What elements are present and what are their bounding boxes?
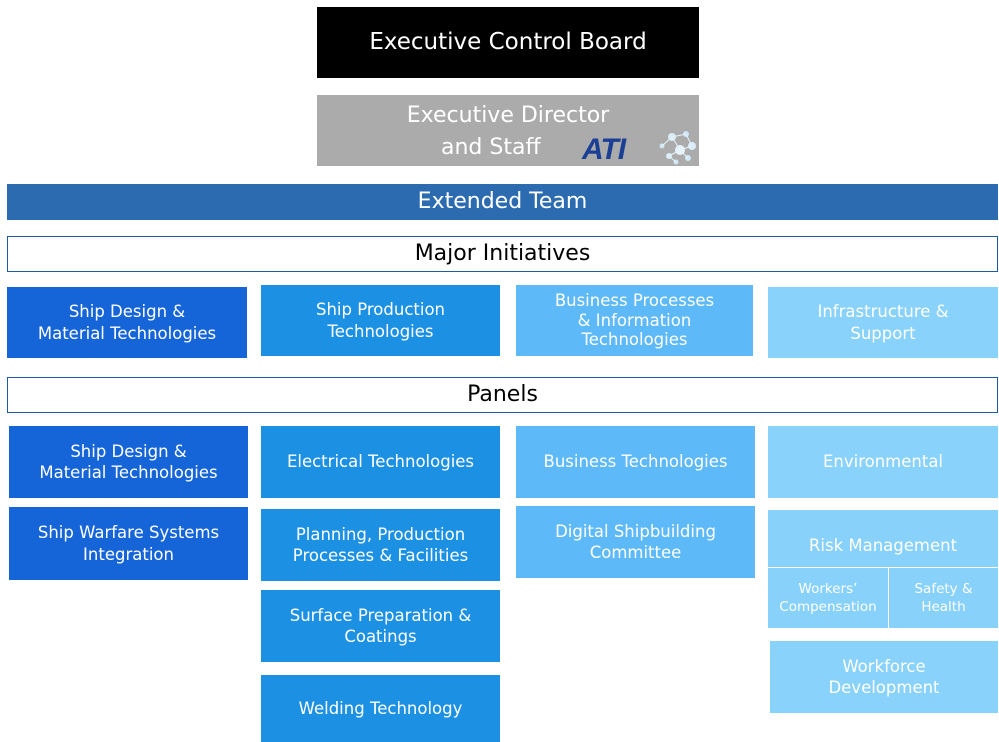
panel-workforce-development: Workforce Development	[770, 641, 998, 713]
executive-control-board-label: Executive Control Board	[369, 28, 647, 55]
initiative-label: Infrastructure & Support	[817, 302, 949, 343]
panel-welding: Welding Technology	[261, 675, 500, 742]
panels-header: Panels	[7, 377, 998, 413]
panel-label: Environmental	[822, 452, 944, 472]
executive-director-staff-label: and Staff	[441, 135, 541, 160]
panel-label: Planning, Production Processes & Facilit…	[292, 524, 469, 565]
panel-surface-preparation: Surface Preparation & Coatings	[261, 590, 500, 662]
panel-ship-warfare: Ship Warfare Systems Integration	[9, 507, 248, 580]
major-initiatives-label: Major Initiatives	[414, 240, 591, 266]
initiative-infrastructure: Infrastructure & Support	[768, 287, 998, 358]
major-initiatives-header: Major Initiatives	[7, 236, 998, 272]
panel-label: Ship Design & Material Technologies	[39, 441, 218, 482]
panel-ship-design: Ship Design & Material Technologies	[9, 426, 248, 498]
ati-logo-network-graphic	[659, 131, 696, 165]
panel-safety-health: Safety & Health	[889, 567, 998, 628]
panel-risk-management: Risk Management Workers’ Compensation Sa…	[768, 510, 998, 628]
executive-director-box: Executive Director and Staff	[317, 95, 699, 166]
executive-control-board-box: Executive Control Board	[317, 7, 699, 78]
ati-logo-text: ATI	[581, 133, 627, 166]
panel-workers-compensation: Workers’ Compensation	[768, 567, 889, 628]
initiative-label: Ship Production Technologies	[315, 300, 446, 341]
extended-team-label: Extended Team	[417, 188, 588, 214]
panel-planning-production: Planning, Production Processes & Facilit…	[261, 509, 500, 581]
panels-label: Panels	[467, 381, 538, 407]
panel-business-technologies: Business Technologies	[516, 426, 755, 498]
initiative-ship-design: Ship Design & Material Technologies	[7, 287, 247, 358]
extended-team-bar: Extended Team	[7, 184, 998, 220]
panel-label: Digital Shipbuilding Committee	[555, 521, 716, 562]
panel-electrical: Electrical Technologies	[261, 426, 500, 498]
initiative-business-processes: Business Processes & Information Technol…	[516, 285, 753, 356]
panel-digital-shipbuilding: Digital Shipbuilding Committee	[516, 506, 755, 578]
panel-label: Ship Warfare Systems Integration	[37, 523, 220, 564]
ati-logo: ATI	[581, 131, 696, 166]
executive-director-label: Executive Director	[406, 103, 610, 128]
initiative-label: Ship Design & Material Technologies	[37, 302, 217, 343]
panel-label: Workforce Development	[828, 656, 940, 697]
panel-label: Business Technologies	[543, 452, 728, 472]
panel-label: Welding Technology	[298, 698, 463, 718]
initiative-label: Business Processes & Information Technol…	[554, 290, 715, 350]
panel-label: Electrical Technologies	[286, 452, 475, 472]
panel-label: Surface Preparation & Coatings	[289, 605, 472, 646]
initiative-ship-production: Ship Production Technologies	[261, 285, 500, 356]
risk-management-label: Risk Management	[808, 536, 958, 555]
panel-environmental: Environmental	[768, 426, 998, 498]
